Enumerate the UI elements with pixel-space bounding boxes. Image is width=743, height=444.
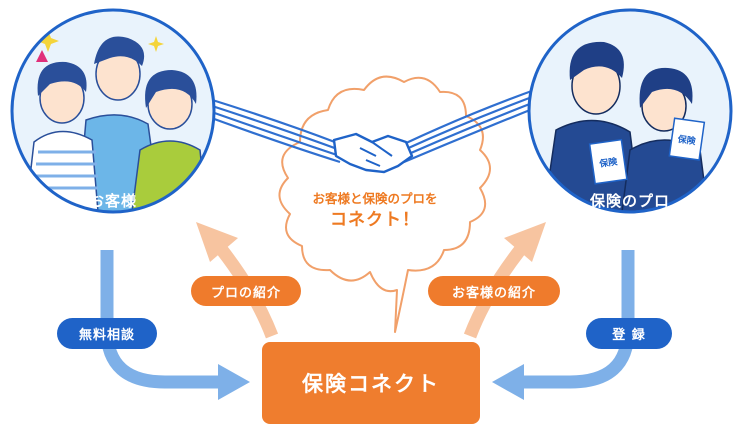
book-label: 保険 bbox=[676, 133, 697, 148]
customer-label: お客様 bbox=[88, 191, 137, 210]
free-consult-badge: 無料相談 bbox=[57, 318, 157, 349]
pro-label: 保険のプロ bbox=[589, 191, 670, 210]
register-badge: 登 録 bbox=[586, 318, 672, 349]
customers-circle bbox=[10, 8, 216, 214]
hoken-connect-box: 保険コネクト bbox=[262, 342, 480, 424]
bubble-line-2: コネクト！ bbox=[330, 210, 420, 231]
pros-circle: 保険 保険 bbox=[527, 8, 733, 214]
pro-intro-badge: プロの紹介 bbox=[191, 276, 301, 306]
rope-right-icon bbox=[403, 86, 541, 164]
book-label: 保険 bbox=[598, 155, 619, 170]
rope-left-icon bbox=[205, 96, 341, 164]
customer-intro-badge: お客様の紹介 bbox=[428, 276, 560, 306]
center-label: 保険コネクト bbox=[302, 372, 440, 396]
handshake-icon bbox=[332, 132, 414, 174]
bubble-text: お客様と保険のプロを コネクト！ bbox=[290, 190, 460, 233]
bubble-line-1: お客様と保険のプロを bbox=[312, 191, 438, 206]
